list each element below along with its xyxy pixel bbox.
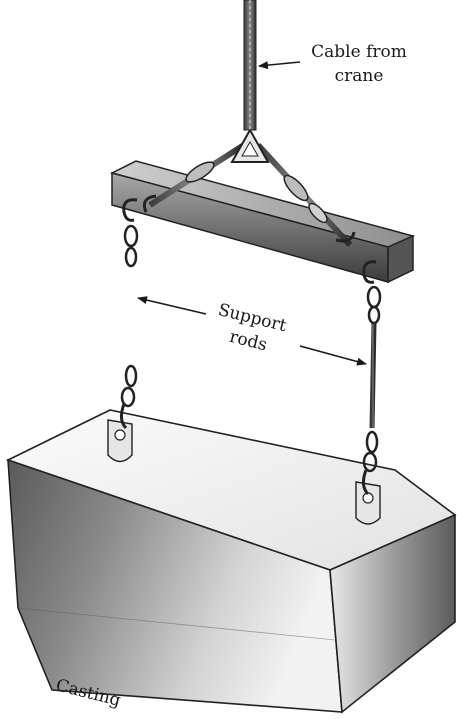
- cable-label-group: Cable from crane: [259, 42, 407, 86]
- left-support-rod: [121, 270, 136, 428]
- support-arrow-right: [300, 346, 366, 364]
- cable-label-line1: Cable from: [311, 42, 407, 62]
- cable-arrow: [259, 62, 300, 66]
- cable-label-line2: crane: [335, 66, 384, 86]
- support-rods-label-group: Support rods: [138, 298, 366, 364]
- right-lug: [356, 482, 380, 524]
- support-arrow-left: [138, 298, 206, 314]
- support-label-line2: rods: [227, 327, 269, 356]
- casting-block: [8, 410, 455, 712]
- left-lug: [108, 420, 132, 462]
- crane-cable: [244, 0, 256, 130]
